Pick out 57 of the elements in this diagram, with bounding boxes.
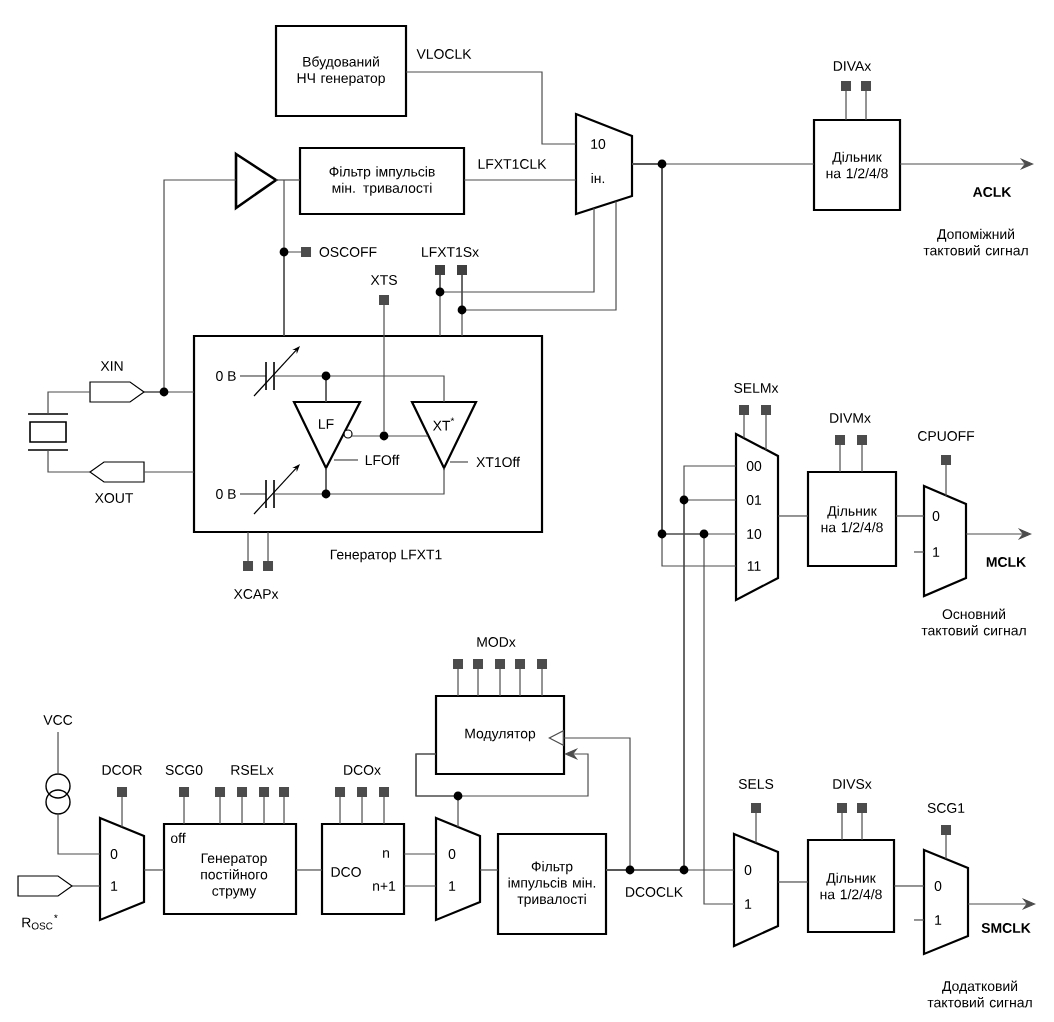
control-line [259, 787, 270, 825]
control-line [237, 787, 247, 825]
control-line [861, 81, 871, 121]
control-line [941, 825, 951, 860]
connector [405, 71, 577, 145]
connector [57, 731, 59, 775]
control-line [379, 787, 390, 825]
control-line [357, 787, 368, 825]
control-line [453, 659, 464, 697]
control-line [751, 803, 761, 844]
connector [47, 391, 91, 415]
connector [143, 471, 195, 473]
connector [403, 885, 437, 887]
control-line [215, 787, 225, 825]
connector [273, 375, 327, 403]
connector [895, 515, 925, 517]
control-line [761, 405, 771, 451]
connector [57, 813, 101, 855]
connector [777, 881, 809, 883]
connector [143, 869, 165, 871]
connector [47, 449, 91, 473]
control-line [857, 435, 867, 473]
connector [893, 885, 925, 887]
control-line [739, 405, 749, 439]
control-line [837, 803, 847, 841]
control-line [941, 455, 951, 497]
control-line [857, 803, 867, 841]
control-line [841, 81, 851, 121]
connector [71, 885, 101, 887]
connector [479, 869, 499, 871]
connector [325, 467, 445, 495]
control-line [117, 787, 127, 828]
connector [295, 869, 323, 871]
connector [439, 207, 595, 293]
control-line [335, 787, 346, 825]
connector [273, 467, 327, 495]
connector [463, 179, 577, 181]
control-line [835, 435, 845, 473]
crystal-symbol [27, 413, 69, 451]
connector [777, 515, 809, 517]
control-line [179, 787, 189, 825]
control-line [515, 659, 525, 697]
connector [351, 431, 429, 441]
control-line [473, 659, 484, 697]
control-line [243, 531, 253, 571]
current-source-symbol [45, 773, 71, 815]
control-line [279, 787, 290, 825]
connector [143, 179, 237, 393]
control-line [379, 295, 390, 433]
connector [325, 375, 445, 403]
connector [275, 179, 301, 181]
connector [461, 200, 617, 311]
control-line [495, 659, 506, 697]
control-line [537, 659, 547, 697]
control-line [283, 247, 312, 337]
connector [403, 853, 437, 855]
control-line [263, 531, 274, 571]
